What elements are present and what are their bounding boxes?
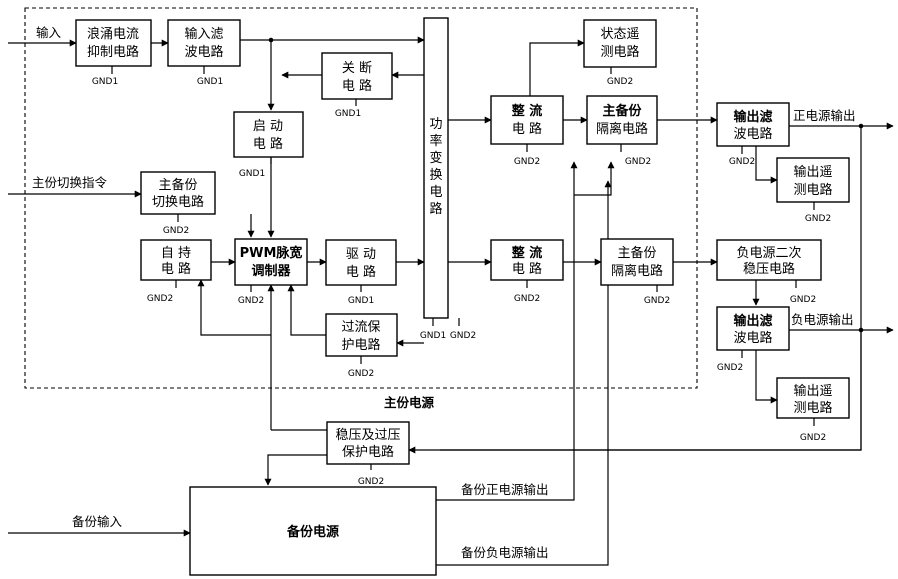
block-isolation-2: 主备份 隔离电路 GND2 [600,238,674,306]
label-input: 输入 [36,25,62,40]
svg-text:电 路: 电 路 [512,261,542,277]
svg-text:整 流: 整 流 [511,245,543,261]
label-negative-output: 负电源输出 [791,312,854,327]
svg-text:输出遥: 输出遥 [793,164,832,180]
block-input-filter: 输入滤 波电路 GND1 [167,19,241,87]
svg-text:GND2: GND2 [147,294,173,304]
svg-text:测电路: 测电路 [793,400,832,416]
svg-text:波电路: 波电路 [184,44,223,60]
block-power-conversion: 功率变换电路 GND1 GND2 [420,17,476,341]
svg-text:电 路: 电 路 [161,261,191,277]
svg-text:隔离电路: 隔离电路 [596,121,648,137]
block-negative-regulator: 负电源二次 稳压电路 GND2 [716,239,822,305]
svg-text:驱 动: 驱 动 [346,247,376,262]
svg-text:GND1: GND1 [92,77,118,87]
svg-text:稳压电路: 稳压电路 [743,261,795,277]
svg-text:GND2: GND2 [625,157,651,167]
svg-text:状态遥: 状态遥 [600,27,639,42]
svg-text:GND2: GND2 [644,296,670,306]
svg-text:关 断: 关 断 [342,61,372,76]
block-output-filter-1: 输出滤 波电路 GND2 [716,102,790,167]
svg-text:波电路: 波电路 [733,330,772,346]
svg-text:护电路: 护电路 [341,337,380,353]
svg-text:电 路: 电 路 [512,121,542,137]
svg-text:备份电源: 备份电源 [286,524,339,540]
svg-text:GND2: GND2 [607,77,633,87]
block-output-filter-2: 输出滤 波电路 GND2 [716,306,790,373]
label-backup-positive-output: 备份正电源输出 [461,482,549,497]
svg-text:电 路: 电 路 [346,264,376,280]
svg-text:GND2: GND2 [514,157,540,167]
block-isolation-1: 主备份 隔离电路 GND2 [586,95,658,167]
block-surge: 浪涌电流 抑制电路 GND1 [75,19,152,87]
svg-text:GND2: GND2 [790,295,816,305]
svg-text:GND1: GND1 [420,331,446,341]
label-main-supply: 主份电源 [384,395,435,410]
svg-text:调制器: 调制器 [251,263,291,279]
svg-text:波电路: 波电路 [733,126,772,142]
main-supply-boundary [24,7,698,389]
svg-text:自 持: 自 持 [161,246,191,261]
svg-text:主备份: 主备份 [602,103,642,119]
block-status-telemetry: 状态遥 测电路 GND2 [583,19,657,87]
svg-text:GND2: GND2 [805,214,831,224]
label-switch-command: 主份切换指令 [32,175,108,190]
svg-text:电 路: 电 路 [253,136,283,152]
svg-text:功率变换电路: 功率变换电路 [429,117,442,217]
svg-text:抑制电路: 抑制电路 [87,44,139,60]
label-backup-negative-output: 备份负电源输出 [461,545,549,560]
svg-text:过流保: 过流保 [341,320,380,335]
block-self-hold: 自 持 电 路 GND2 [140,239,212,304]
svg-text:PWM脉宽: PWM脉宽 [240,245,303,261]
svg-text:整 流: 整 流 [511,103,543,119]
block-overcurrent: 过流保 护电路 GND2 [325,313,398,379]
svg-text:电 路: 电 路 [342,78,372,94]
block-startup: 启 动 电 路 GND1 [233,111,304,179]
block-pwm: PWM脉宽 调制器 GND2 [234,238,308,306]
label-backup-input: 备份输入 [72,514,123,529]
svg-text:输出遥: 输出遥 [793,383,832,399]
svg-text:测电路: 测电路 [600,44,639,60]
svg-text:保护电路: 保护电路 [342,444,394,460]
svg-text:GND2: GND2 [450,331,476,341]
svg-text:启 动: 启 动 [253,119,283,134]
svg-text:测电路: 测电路 [793,182,832,198]
label-positive-output: 正电源输出 [793,108,856,123]
svg-text:浪涌电流: 浪涌电流 [87,27,139,42]
svg-text:GND2: GND2 [729,157,755,167]
wiring [8,36,894,566]
svg-text:输出滤: 输出滤 [733,109,772,125]
svg-text:GND1: GND1 [348,296,374,306]
block-rectifier-1: 整 流 电 路 GND2 [490,95,564,167]
block-drive: 驱 动 电 路 GND1 [325,239,397,306]
svg-text:GND1: GND1 [239,169,265,179]
block-output-telemetry-1: 输出遥 测电路 GND2 [776,157,850,224]
svg-text:负电源二次: 负电源二次 [736,245,801,261]
svg-text:GND2: GND2 [514,294,540,304]
svg-text:GND1: GND1 [197,77,223,87]
svg-text:GND2: GND2 [358,477,384,487]
block-shutdown: 关 断 电 路 GND1 [321,52,393,119]
svg-text:GND2: GND2 [238,296,264,306]
svg-text:输入滤: 输入滤 [184,26,223,42]
svg-text:GND2: GND2 [163,226,189,236]
block-rectifier-2: 整 流 电 路 GND2 [490,239,564,304]
svg-text:GND2: GND2 [717,363,743,373]
svg-text:隔离电路: 隔离电路 [611,263,663,279]
svg-text:输出滤: 输出滤 [733,313,772,329]
svg-text:GND2: GND2 [348,369,374,379]
block-switch: 主备份 切换电路 GND2 [140,171,216,236]
block-regulator-ovp: 稳压及过压 保护电路 GND2 [326,421,410,487]
svg-text:GND2: GND2 [800,433,826,443]
block-output-telemetry-2: 输出遥 测电路 GND2 [776,377,850,443]
ground-stubs [111,66,815,470]
svg-text:切换电路: 切换电路 [152,194,204,210]
svg-text:主备份: 主备份 [617,245,656,261]
svg-text:稳压及过压: 稳压及过压 [335,427,400,443]
block-backup-supply: 备份电源 [189,486,437,576]
svg-text:GND1: GND1 [335,109,361,119]
svg-text:主备份: 主备份 [158,177,197,193]
